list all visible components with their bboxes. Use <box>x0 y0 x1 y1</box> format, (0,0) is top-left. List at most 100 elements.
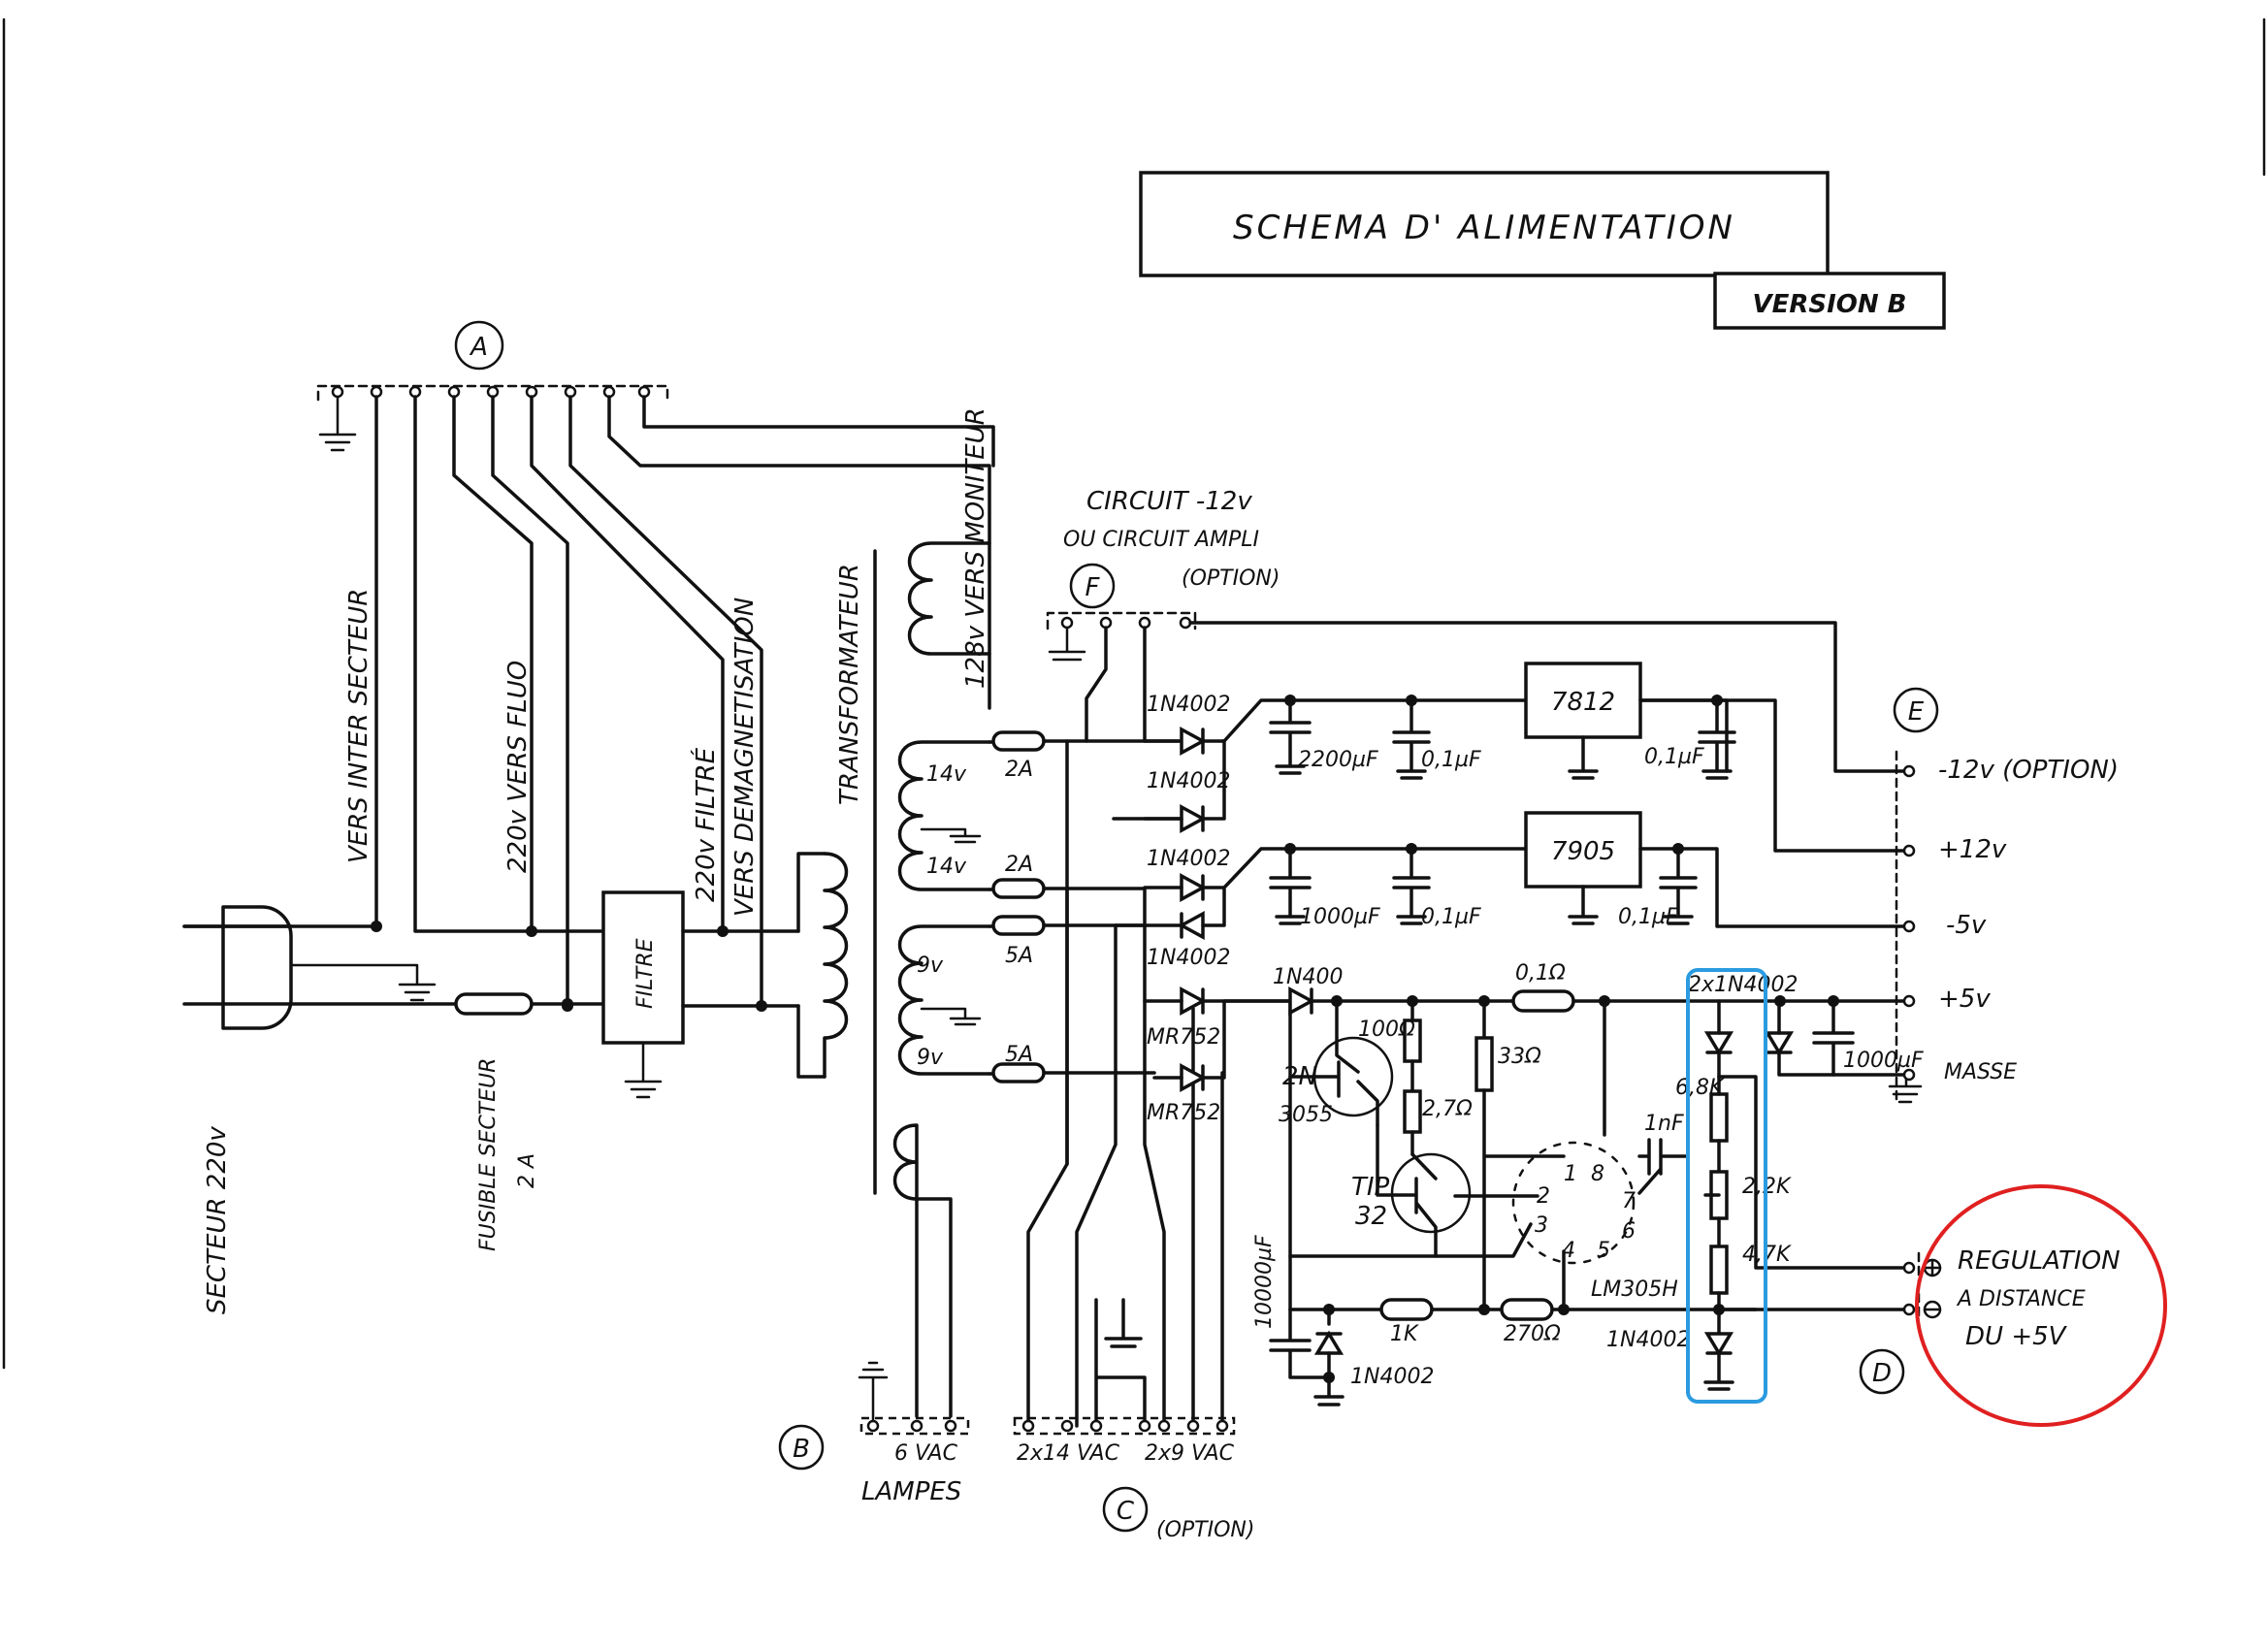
title-block: SCHEMA D' ALIMENTATION VERSION B <box>1139 171 1946 330</box>
connector-a: A <box>316 320 669 452</box>
svg-text:D: D <box>1872 1359 1892 1388</box>
cap-label-6: 1000µF <box>1843 1049 1924 1073</box>
regulator-label-0: 7812 <box>1551 688 1615 717</box>
a-distance-label: A DISTANCE <box>1956 1287 2086 1311</box>
masse-label: MASSE <box>1944 1060 2017 1084</box>
connector-c: C <box>1013 1416 1236 1533</box>
option-c-label: (OPTION) <box>1156 1518 1254 1542</box>
version-text: VERSION B <box>1752 290 1906 319</box>
res-label-3: 33Ω <box>1498 1045 1541 1069</box>
svg-text:E: E <box>1908 697 1925 727</box>
ic-pin-3: 3 <box>1535 1213 1548 1238</box>
svg-text:C: C <box>1117 1497 1135 1526</box>
winding-9v-b: 9v <box>917 1046 944 1070</box>
rectifier-diodes <box>1112 698 1729 1092</box>
output-label-2: -5v <box>1946 911 1987 940</box>
regulator-7905 <box>1269 811 1908 928</box>
cap-label-7: 10000µF <box>1252 1235 1277 1329</box>
regulator-5v-circuit <box>1222 986 1923 1406</box>
res-label-1: 100Ω <box>1358 1018 1415 1042</box>
q1-label-a: 2N <box>1282 1062 1317 1091</box>
diode-label-2: 1N4002 <box>1147 847 1230 871</box>
transformer <box>796 541 991 1418</box>
vac9-label: 2x9 VAC <box>1145 1441 1235 1466</box>
lampes-label: LAMPES <box>861 1477 961 1506</box>
diode-label-5: MR752 <box>1147 1101 1220 1125</box>
cap-label-5: 0,1µF <box>1618 905 1678 929</box>
regulator-label-1: 7905 <box>1551 837 1615 866</box>
connector-d: D <box>1859 1251 1942 1395</box>
svg-text:A: A <box>469 333 488 362</box>
cap-label-2: 0,1µF <box>1644 745 1704 769</box>
q1-label-b: 3055 <box>1279 1103 1333 1127</box>
diode-label-7: 1N4002 <box>1350 1365 1434 1389</box>
regulation-label: REGULATION <box>1958 1246 2121 1276</box>
fuse-label-0: 2A <box>1005 758 1033 782</box>
diode-label-3: 1N4002 <box>1147 946 1230 970</box>
connector-a-wires <box>182 395 995 1008</box>
regulator-7812 <box>1269 662 1908 853</box>
vers-fluo-label: 220v VERS FLUO <box>503 661 533 873</box>
ic-pin-7: 7 <box>1622 1189 1636 1213</box>
cap-label-8: 1nF <box>1644 1112 1684 1136</box>
mains-fuse <box>454 992 605 1016</box>
fusible-label: FUSIBLE SECTEUR <box>476 1058 501 1251</box>
fuse-label-3: 5A <box>1005 1043 1033 1067</box>
cap-label-1: 0,1µF <box>1421 748 1481 772</box>
ic-pin-5: 5 <box>1597 1239 1610 1263</box>
fusible-value: 2 A <box>515 1153 539 1188</box>
diode-label-8: 1N4002 <box>1606 1328 1690 1352</box>
res-label-6: 6,8K <box>1675 1076 1725 1100</box>
cap-label-0: 2200µF <box>1298 748 1378 772</box>
winding-14v-b: 14v <box>926 855 967 879</box>
filtre-label: FILTRE <box>633 938 658 1009</box>
vac6-label: 6 VAC <box>894 1441 958 1466</box>
secondary-fuses <box>988 730 1181 1083</box>
filtre-220-label: 220v FILTRÉ <box>690 747 721 902</box>
vers-demag-label: VERS DEMAGNETISATION <box>730 598 760 917</box>
q2-label-b: 32 <box>1355 1202 1387 1231</box>
filter-block <box>371 890 800 1099</box>
blue-highlight-box <box>1686 968 1767 1404</box>
ic-pin-1: 1 <box>1564 1162 1577 1186</box>
fuse-label-1: 2A <box>1005 853 1033 877</box>
circuit-ampli-label: OU CIRCUIT AMPLI <box>1063 528 1259 552</box>
cap-label-4: 0,1µF <box>1421 905 1481 929</box>
winding-9v-a: 9v <box>917 954 944 978</box>
svg-text:B: B <box>793 1435 810 1464</box>
vac14-label: 2x14 VAC <box>1017 1441 1120 1466</box>
ic-pin-6: 6 <box>1622 1219 1636 1244</box>
red-highlight-circle <box>1915 1184 2167 1427</box>
connector-e: E <box>1893 687 1939 1103</box>
winding-14v-a: 14v <box>926 762 967 787</box>
option-f-label: (OPTION) <box>1182 566 1280 591</box>
diode-label-4: MR752 <box>1147 1025 1220 1050</box>
vers-inter-label: VERS INTER SECTEUR <box>344 589 373 863</box>
mains-plug <box>182 905 458 1030</box>
connector-f: F <box>1046 563 1908 773</box>
output-label-1: +12v <box>1938 835 2007 864</box>
title-text: SCHEMA D' ALIMENTATION <box>1233 209 1735 247</box>
output-label-0: -12v (OPTION) <box>1938 756 2119 785</box>
circuit-12-label: CIRCUIT -12v <box>1086 487 1252 516</box>
output-label-3: +5v <box>1938 985 1991 1014</box>
res-label-5: 270Ω <box>1504 1322 1561 1346</box>
ic-name: LM305H <box>1591 1277 1678 1302</box>
svg-text:F: F <box>1085 573 1101 602</box>
diode-label-9: 2x1N4002 <box>1688 973 1798 997</box>
diode-label-6: 1N400 <box>1273 965 1343 989</box>
connector-b: B <box>778 1361 970 1471</box>
fuse-label-2: 5A <box>1005 944 1033 968</box>
cap-label-3: 1000µF <box>1300 905 1380 929</box>
diode-label-0: 1N4002 <box>1147 693 1230 717</box>
secteur-label: SECTEUR 220v <box>203 1126 232 1314</box>
q2-label-a: TIP <box>1351 1173 1390 1202</box>
res-label-4: 1K <box>1390 1322 1419 1346</box>
transformateur-label: TRANSFORMATEUR <box>835 564 864 805</box>
ic-pin-2: 2 <box>1537 1184 1550 1209</box>
du-5v-label: DU +5V <box>1965 1322 2068 1351</box>
res-label-0: 0,1Ω <box>1515 961 1566 986</box>
ic-pin-8: 8 <box>1591 1162 1604 1186</box>
res-label-2: 2,7Ω <box>1422 1097 1473 1121</box>
